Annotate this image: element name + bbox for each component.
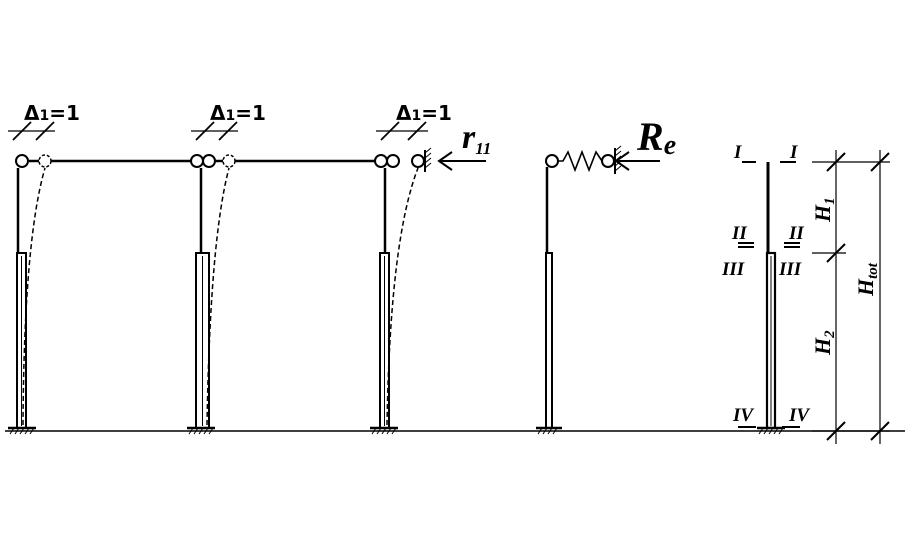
- dimension-label-h1: H1: [810, 197, 838, 223]
- section-label-I-left: I: [733, 142, 742, 163]
- section-label-IV-right: IV: [788, 405, 810, 426]
- spring: [558, 149, 603, 173]
- hinge: [601, 154, 615, 168]
- reaction-arrow-re: [614, 151, 660, 171]
- section-marks: [738, 161, 800, 428]
- reaction-label-r11: r11: [462, 119, 491, 158]
- fixed-support: [536, 426, 562, 435]
- fixed-support: [8, 426, 36, 435]
- fixed-support: [187, 426, 215, 435]
- deflected-shape-2: [206, 167, 230, 426]
- section-label-I-right: I: [789, 142, 798, 163]
- deflected-shape-1: [22, 167, 46, 426]
- reaction-arrow-r11: [437, 151, 486, 171]
- delta-label-1: Δ1=1: [24, 101, 80, 125]
- dimension-label-htot: Htot: [853, 262, 881, 297]
- hinge: [386, 154, 400, 168]
- column-sections: I I II II III III IV IV H1 H2 Htot: [721, 142, 890, 444]
- spring-model: Re: [536, 114, 676, 435]
- hinge: [202, 154, 216, 168]
- hinge-displaced: [222, 154, 236, 168]
- delta-label-3: Δ1=1: [396, 101, 452, 125]
- column-2: [187, 154, 236, 435]
- section-label-II-right: II: [788, 223, 804, 244]
- displacement-dimension-1: [8, 121, 55, 141]
- section-label-II-left: II: [731, 223, 747, 244]
- frame-system: Δ1=1 Δ1=1 Δ1=1 r11: [8, 101, 491, 435]
- lateral-restraint: [424, 147, 432, 172]
- hinge-displaced: [411, 154, 425, 168]
- section-label-IV-left: IV: [732, 405, 754, 426]
- section-label-III-right: III: [778, 259, 802, 280]
- hinge: [545, 154, 559, 168]
- column-1: [8, 154, 52, 435]
- dimension-label-h2: H2: [810, 330, 838, 356]
- dimension-lines: [812, 150, 890, 444]
- delta-label-2: Δ1=1: [210, 101, 266, 125]
- hinge: [190, 154, 204, 168]
- column-3: [370, 147, 432, 435]
- displacement-dimension-3: [376, 121, 428, 141]
- hinge-displaced: [38, 154, 52, 168]
- fixed-support: [757, 426, 785, 435]
- hinge: [15, 154, 29, 168]
- displacement-dimension-2: [191, 121, 238, 141]
- hinge: [374, 154, 388, 168]
- section-label-III-left: III: [721, 259, 745, 280]
- reaction-label-re: Re: [636, 114, 676, 161]
- deflected-shape-3: [386, 167, 419, 426]
- fixed-support: [370, 426, 398, 435]
